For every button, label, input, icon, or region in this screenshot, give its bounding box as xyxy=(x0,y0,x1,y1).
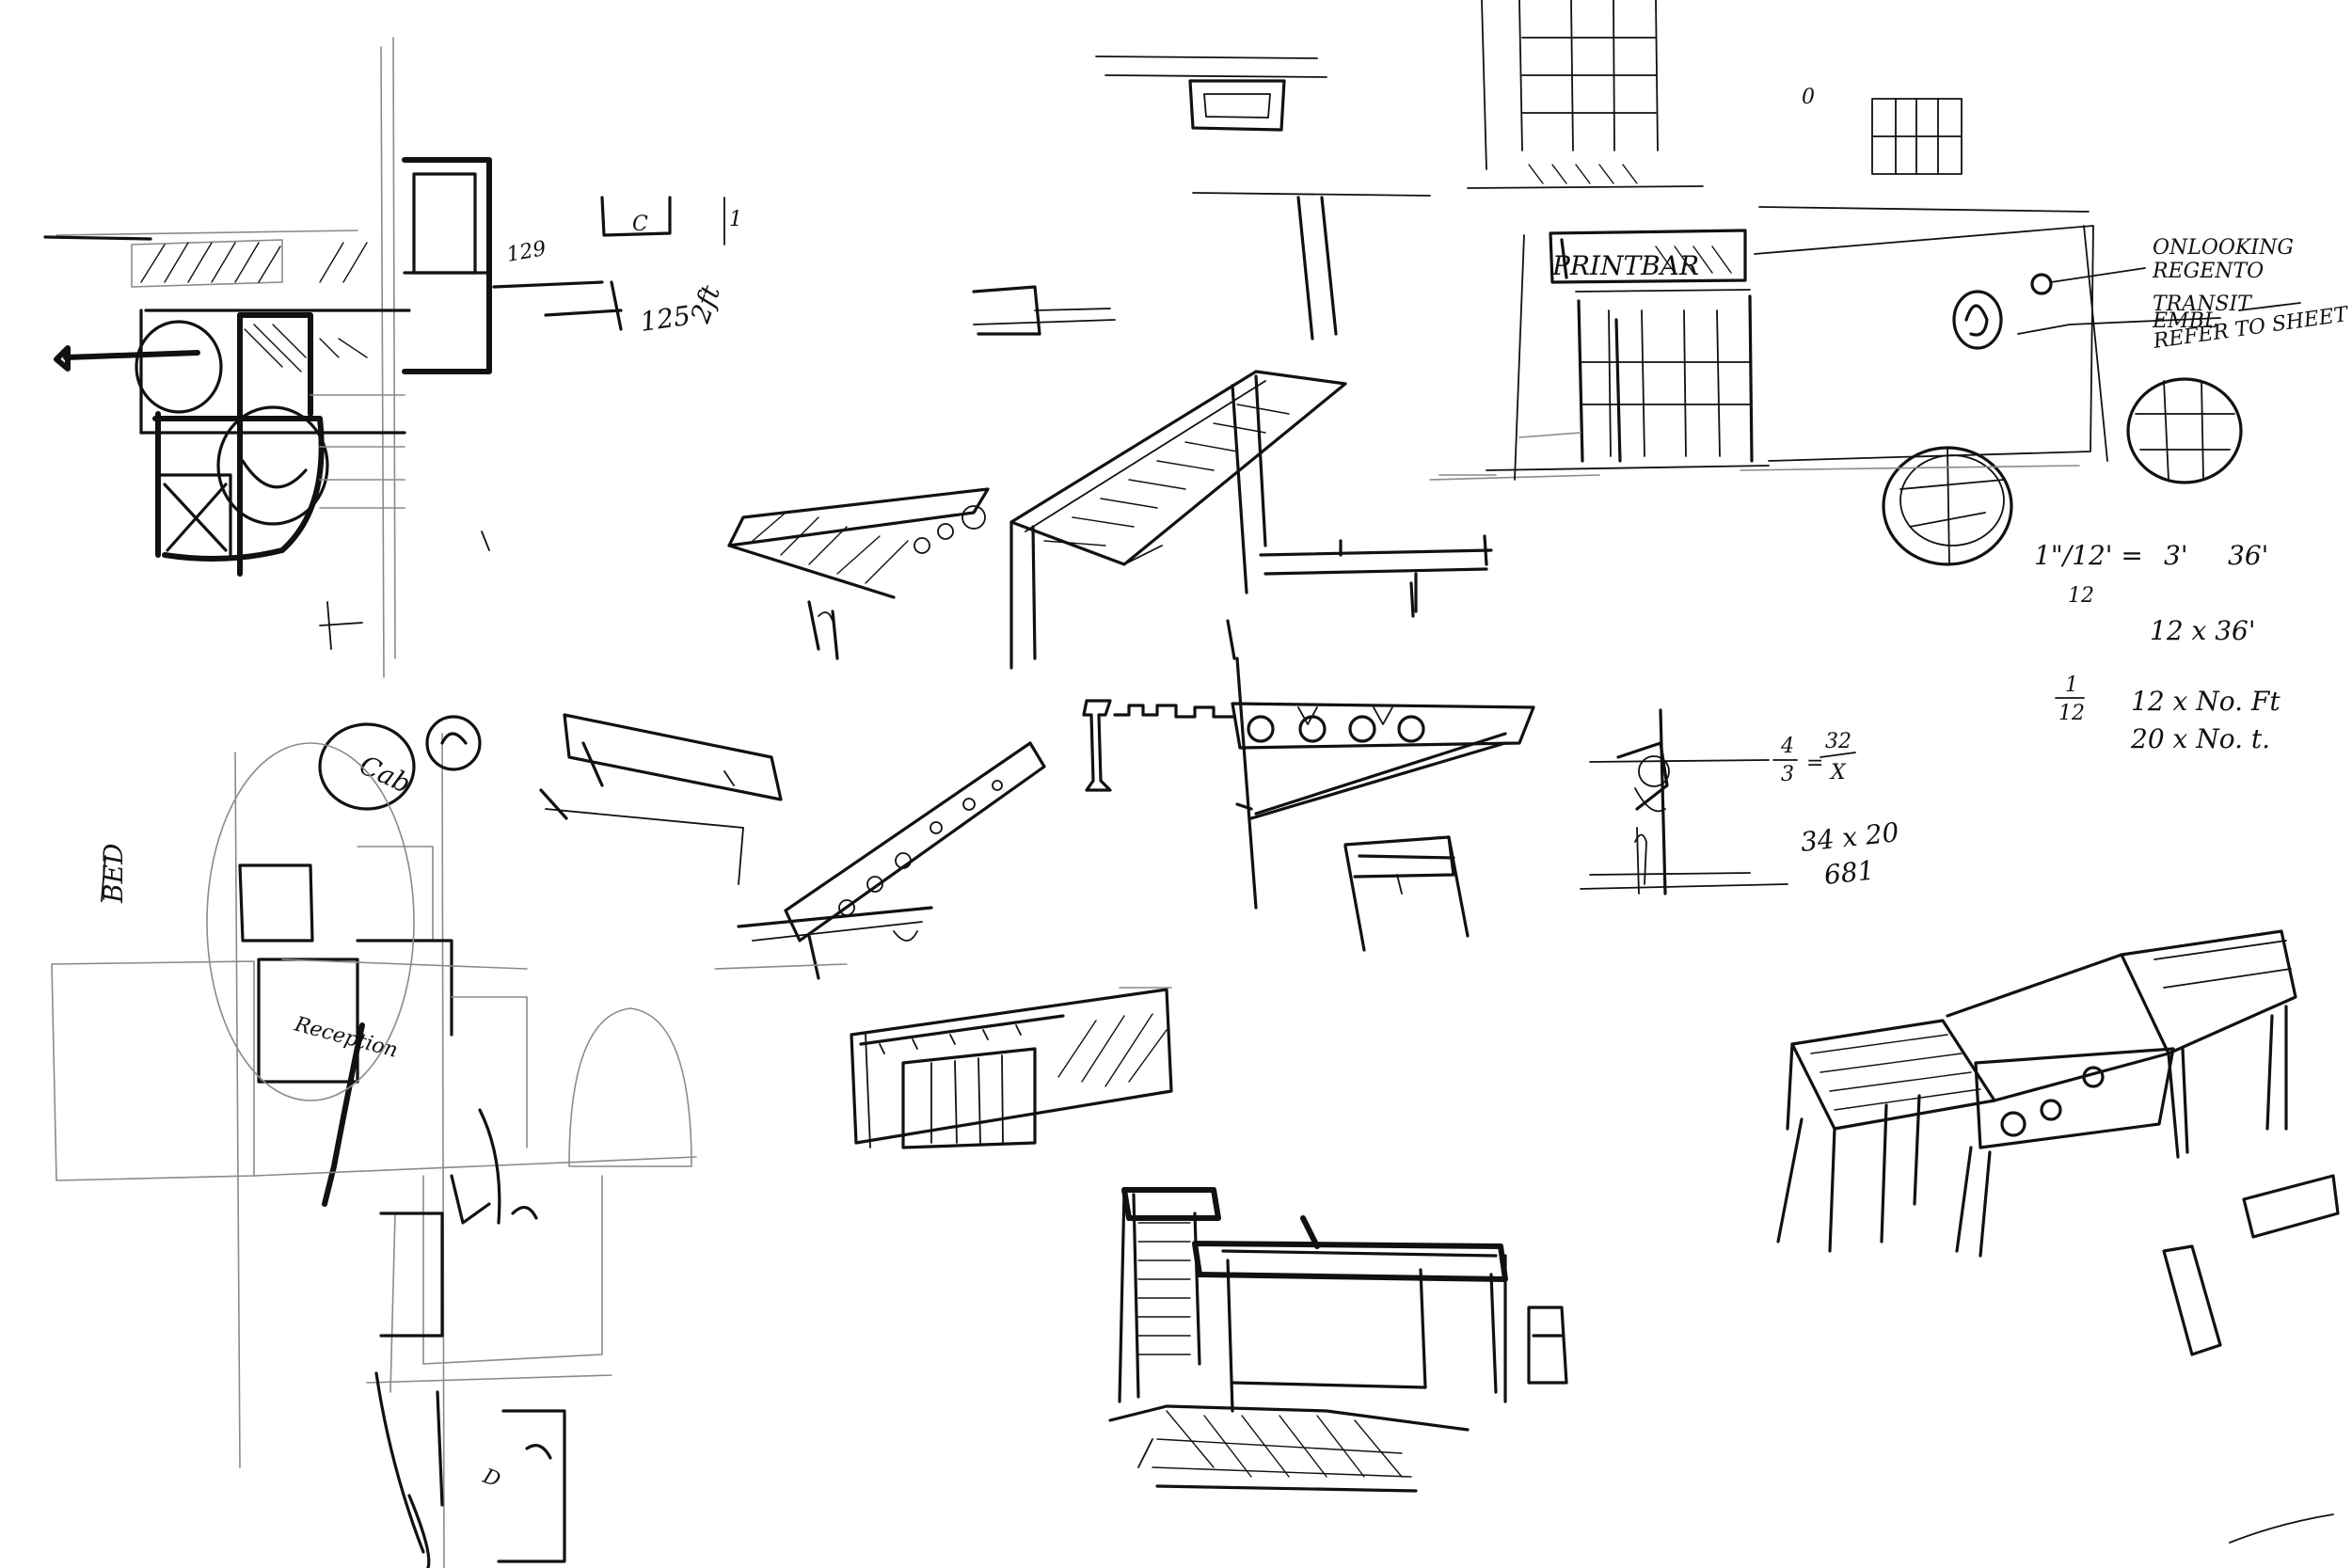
calc-scale-right: 36' xyxy=(2228,540,2268,571)
calc-12x36: 12 x 36' xyxy=(2150,615,2256,646)
callout-2-line1: TRANSIT xyxy=(2153,293,2253,316)
storefront-elevation: PRINTBAR xyxy=(1429,206,2108,481)
market-stall-perspective xyxy=(1776,929,2340,1544)
canopy-detail-top xyxy=(972,55,1431,341)
dim-c: C xyxy=(632,213,648,236)
dim-129: 129 xyxy=(505,237,548,267)
ratio-eq: = xyxy=(1806,752,1823,775)
area-681: 681 xyxy=(1822,855,1876,891)
hanging-sign xyxy=(539,713,783,885)
callout-1-line1: ONLOOKING xyxy=(2153,236,2294,260)
callout-2-line2: EMBL xyxy=(2152,309,2217,333)
ratio-32: 32 xyxy=(1825,730,1851,753)
ratio-x: X xyxy=(1829,761,1847,784)
canopy-perspective-center xyxy=(727,370,1497,670)
calc-12: 12 xyxy=(2068,584,2094,608)
calc-20x: 20 x No. t. xyxy=(2130,723,2270,754)
ratio-3: 3 xyxy=(1781,763,1794,786)
calc-frac-den: 12 xyxy=(2058,702,2085,725)
floor-plan-top-left: 129 C 1 125 2ft xyxy=(43,37,742,678)
label-d: D xyxy=(479,1465,503,1493)
calc-scale-mid: 3' xyxy=(2164,540,2188,571)
dim-1: 1 xyxy=(729,208,742,231)
label-reception: Reception xyxy=(291,1012,400,1062)
ibeam-canopy-lights xyxy=(1082,619,1535,952)
section-ratio-detail: 4 3 = 32 X 34 x 20 681 xyxy=(1580,708,1900,895)
label-zero: 0 xyxy=(1802,86,1815,109)
area-34x20: 34 x 20 xyxy=(1799,816,1900,858)
label-printbar: PRINTBAR xyxy=(1551,250,1699,281)
pencil-ghost-lines xyxy=(714,432,2080,989)
floor-plan-lower-left: BED Cab Reception D xyxy=(51,715,697,1568)
facade-grid-top: 0 xyxy=(1467,0,1963,189)
calc-frac-num: 1 xyxy=(2065,673,2078,697)
calc-scale-left: 1"/12' = xyxy=(2034,540,2143,571)
ratio-4: 4 xyxy=(1780,735,1794,758)
awning-elevation xyxy=(850,988,1173,1149)
dim-125: 125 xyxy=(638,300,692,338)
calculations: 1"/12' = 3' 36' 12 12 x 36' 1 12 12 x No… xyxy=(2034,540,2280,754)
diagonal-beam xyxy=(737,741,1046,980)
callout-1-line2: REGENTO xyxy=(2152,260,2264,283)
sign-details: ONLOOKING REGENTO TRANSIT EMBL REFER TO … xyxy=(1882,236,2352,566)
calc-12x-no: 12 x No. Ft xyxy=(2131,686,2280,717)
kiosk-perspective xyxy=(1108,1187,1568,1493)
